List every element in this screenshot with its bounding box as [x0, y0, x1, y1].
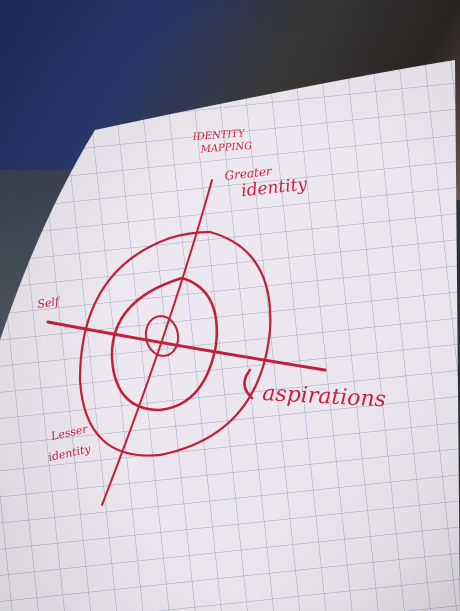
label-identity-mapping: IDENTITY MAPPING — [191, 128, 252, 156]
middle-circle — [110, 276, 218, 412]
outer-circle — [78, 230, 272, 457]
label-identity-mapping-line2: MAPPING — [199, 141, 252, 156]
label-self: Self — [37, 295, 62, 311]
horizontal-axis-line — [46, 320, 327, 372]
label-identity-mapping-line1: IDENTITY — [191, 128, 246, 143]
vertical-axis-line — [101, 179, 213, 506]
label-greater-identity: Greater identity — [224, 161, 309, 203]
aspirations-bracket — [243, 368, 254, 400]
label-greater-identity-line1: Greater — [224, 164, 274, 183]
inner-circle — [144, 315, 180, 357]
